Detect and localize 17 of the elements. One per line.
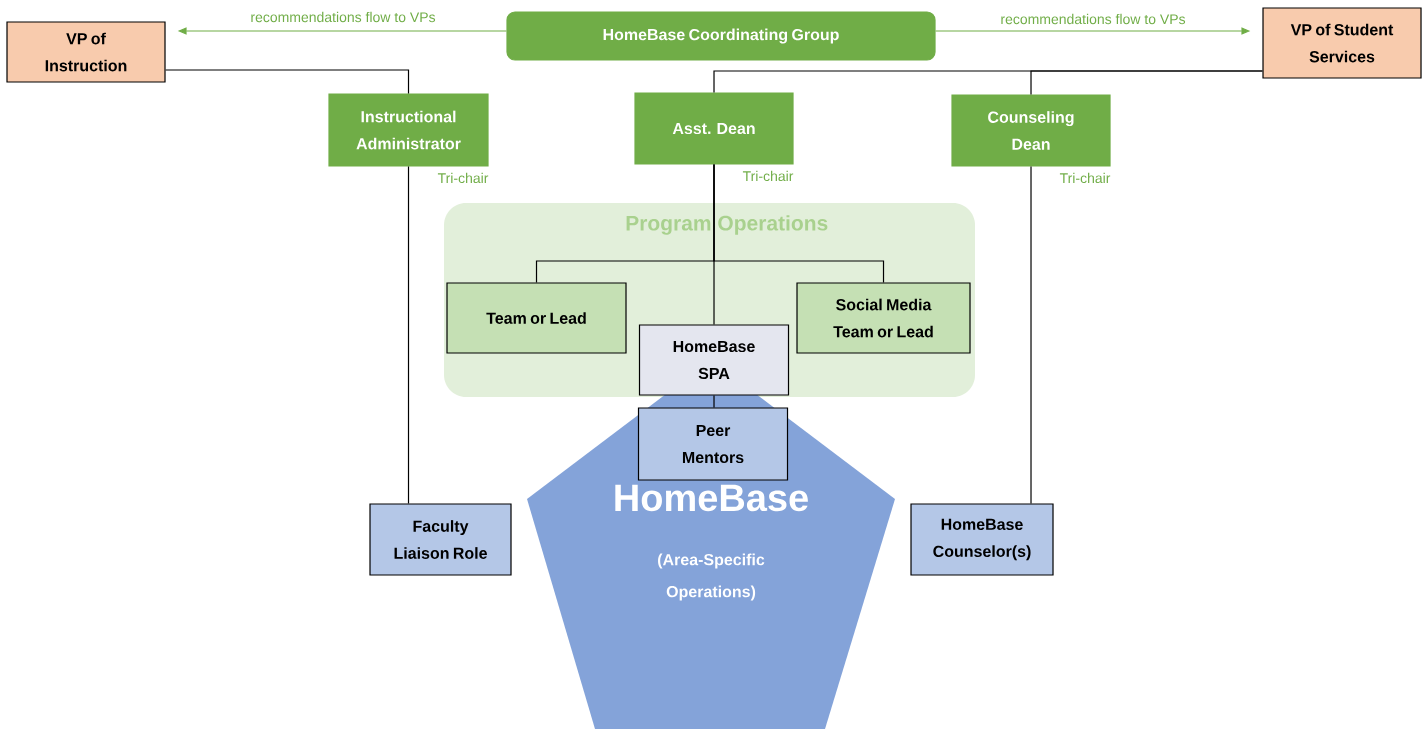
chair-box: Counseling Dean: [951, 94, 1111, 167]
coordinating-group-box: HomeBase Coordinating Group: [506, 11, 936, 61]
team-box: Team or Lead: [446, 282, 627, 354]
role-box: HomeBase Counselor(s): [910, 503, 1054, 576]
executive-box: VP of Instruction: [6, 21, 166, 83]
role-note: Tri-chair: [1059, 172, 1111, 184]
role-note: Tri-chair: [437, 172, 489, 184]
role-box: Faculty Liaison Role: [369, 503, 512, 576]
mentor-box: Peer Mentors: [637, 407, 789, 481]
chair-box: Instructional Administrator: [328, 93, 489, 167]
executive-box: VP of Student Services: [1262, 7, 1422, 79]
edge-label: recommendations flow to VPs: [999, 12, 1187, 26]
role-note: Tri-chair: [742, 170, 794, 182]
edge-label: recommendations flow to VPs: [249, 10, 437, 24]
team-box: Social Media Team or Lead: [796, 282, 971, 354]
coordinator-box: HomeBase SPA: [638, 324, 790, 396]
chair-box: Asst. Dean: [634, 92, 794, 165]
